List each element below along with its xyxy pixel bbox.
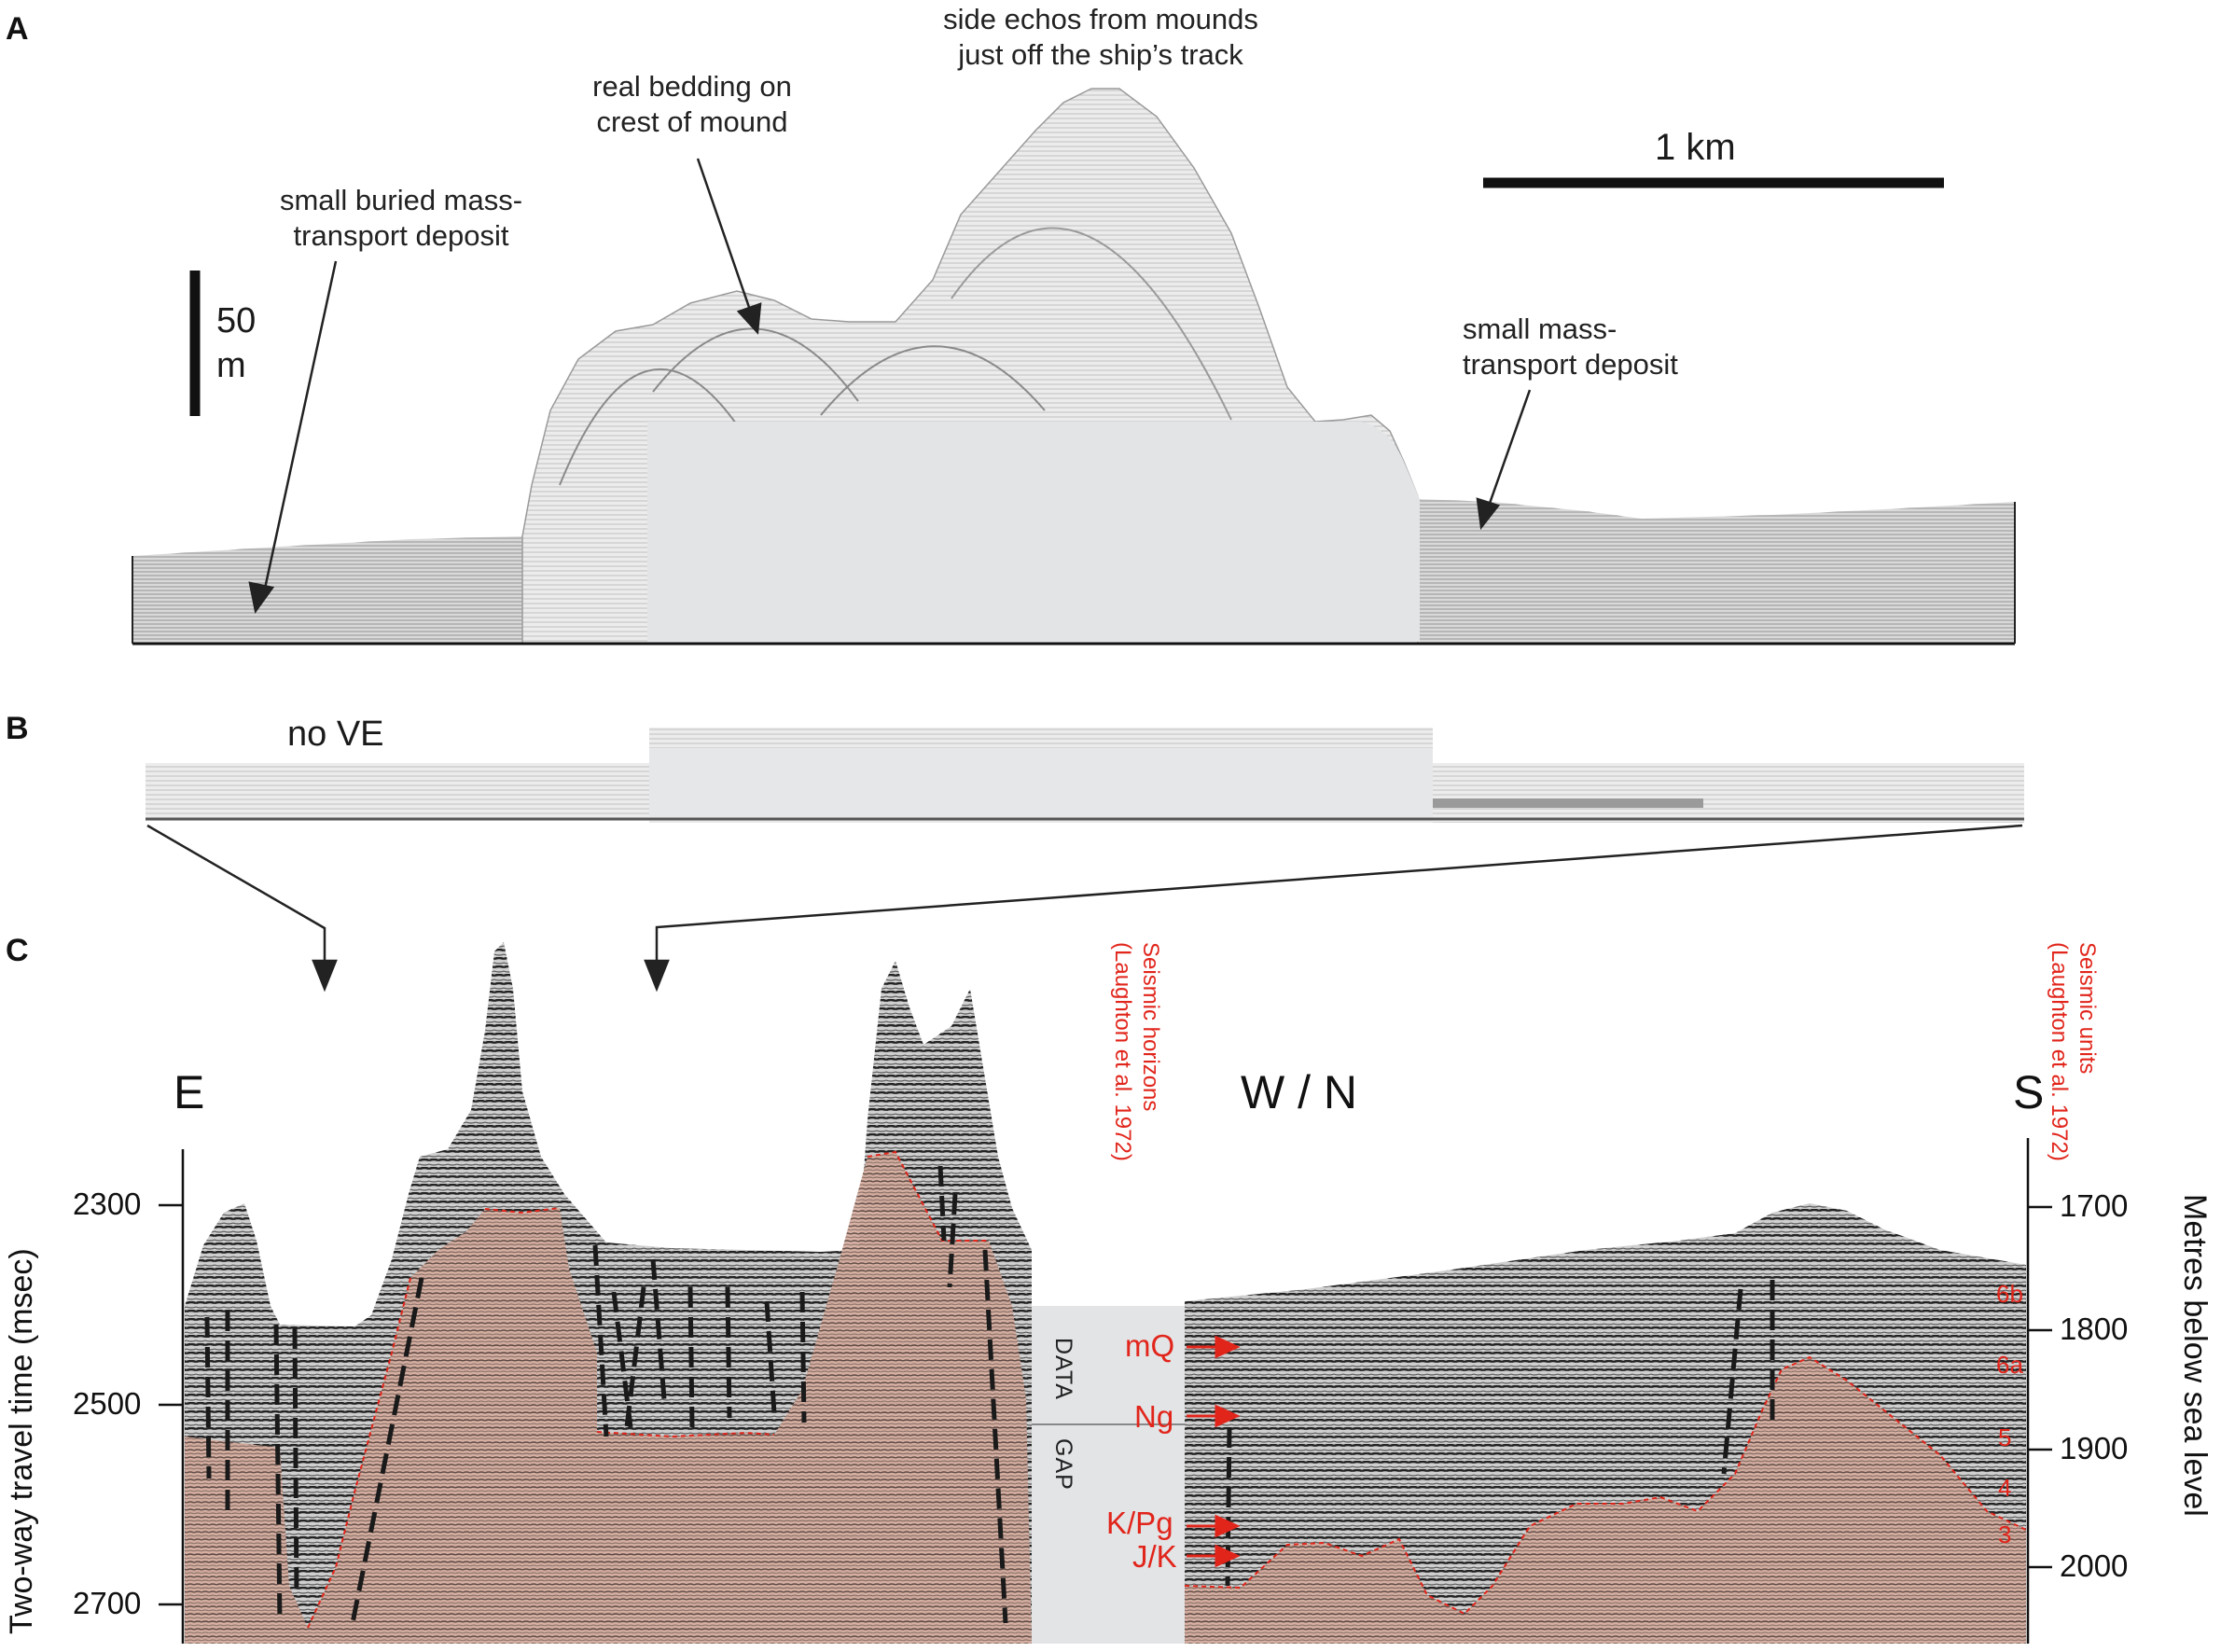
left-tick-2300: 2300 — [73, 1187, 142, 1221]
direction-s: S — [2013, 1066, 2045, 1118]
units-header-line2: (Laughton et al. 1972) — [2047, 942, 2072, 1161]
unit-6a: 6a — [1996, 1351, 2023, 1379]
panel-c-seismic — [185, 942, 2027, 1644]
horizon-mq: mQ — [1125, 1328, 1175, 1363]
horizons-header-line2: (Laughton et al. 1972) — [1110, 942, 1135, 1161]
right-tick-2000: 2000 — [2060, 1548, 2129, 1583]
panel-a-profile — [132, 88, 2016, 646]
panel-label-a: A — [6, 11, 29, 47]
left-tick-2700: 2700 — [73, 1586, 142, 1620]
units-header-line1: Seismic units — [2075, 942, 2100, 1075]
scale-label-50: 50 — [216, 301, 257, 340]
left-axis-label: Two-way travel time (msec) — [4, 1248, 39, 1634]
data-gap-label-1: DATA — [1050, 1338, 1076, 1400]
right-axis-label: Metres below sea level — [2177, 1194, 2213, 1517]
annotation-side-echos-line2: just off the ship’s track — [958, 38, 1243, 71]
annotation-real-bedding: real bedding on crest of mound — [571, 69, 813, 140]
unit-5: 5 — [1998, 1423, 2012, 1451]
right-tick-1800: 1800 — [2060, 1312, 2129, 1346]
right-tick-1900: 1900 — [2060, 1431, 2129, 1465]
panel-b-profile — [146, 728, 2024, 823]
horizons-header-line1: Seismic horizons — [1138, 942, 1163, 1112]
left-axis — [159, 1149, 185, 1644]
horizon-arrows — [1187, 1335, 1241, 1568]
horizon-jk: J/K — [1132, 1539, 1177, 1574]
direction-wn: W / N — [1241, 1066, 1357, 1118]
scale-label-1km: 1 km — [1655, 127, 1736, 168]
annotation-small-buried-line1: small buried mass- — [279, 184, 523, 216]
annotation-real-bedding-line1: real bedding on — [592, 70, 792, 103]
panel-label-c: C — [6, 933, 29, 968]
label-no-ve: no VE — [287, 715, 384, 754]
horizons-header: Seismic horizons (Laughton et al. 1972) — [1108, 942, 1164, 1161]
units-header: Seismic units (Laughton et al. 1972) — [2045, 942, 2101, 1161]
direction-e: E — [174, 1066, 205, 1118]
right-tick-1700: 1700 — [2060, 1188, 2129, 1223]
panel-a-arrows — [248, 158, 1532, 615]
annotation-small-buried: small buried mass- transport deposit — [252, 183, 550, 254]
left-tick-2500: 2500 — [73, 1386, 142, 1421]
unit-6b: 6b — [1996, 1280, 2023, 1308]
annotation-real-bedding-line2: crest of mound — [596, 105, 788, 138]
right-axis — [2026, 1138, 2052, 1644]
horizon-kpg: K/Pg — [1106, 1506, 1173, 1540]
annotation-side-echos: side echos from mounds just off the ship… — [895, 2, 1306, 73]
annotation-small-buried-line2: transport deposit — [293, 219, 509, 252]
annotation-small-mass-line1: small mass- — [1463, 312, 1617, 345]
panel-b-connectors — [146, 824, 2023, 993]
data-gap-label-2: GAP — [1050, 1438, 1076, 1491]
annotation-small-mass-line2: transport deposit — [1463, 348, 1678, 381]
panel-c-faults — [204, 1165, 1775, 1624]
unit-4: 4 — [1998, 1474, 2012, 1502]
panel-label-b: B — [6, 711, 29, 746]
unit-3: 3 — [1998, 1520, 2012, 1548]
scale-label-m: m — [216, 346, 246, 385]
annotation-side-echos-line1: side echos from mounds — [943, 3, 1258, 35]
scale-label-50m: 50 m — [216, 298, 256, 388]
annotation-small-mass: small mass- transport deposit — [1463, 312, 1761, 382]
horizon-ng: Ng — [1134, 1399, 1174, 1434]
